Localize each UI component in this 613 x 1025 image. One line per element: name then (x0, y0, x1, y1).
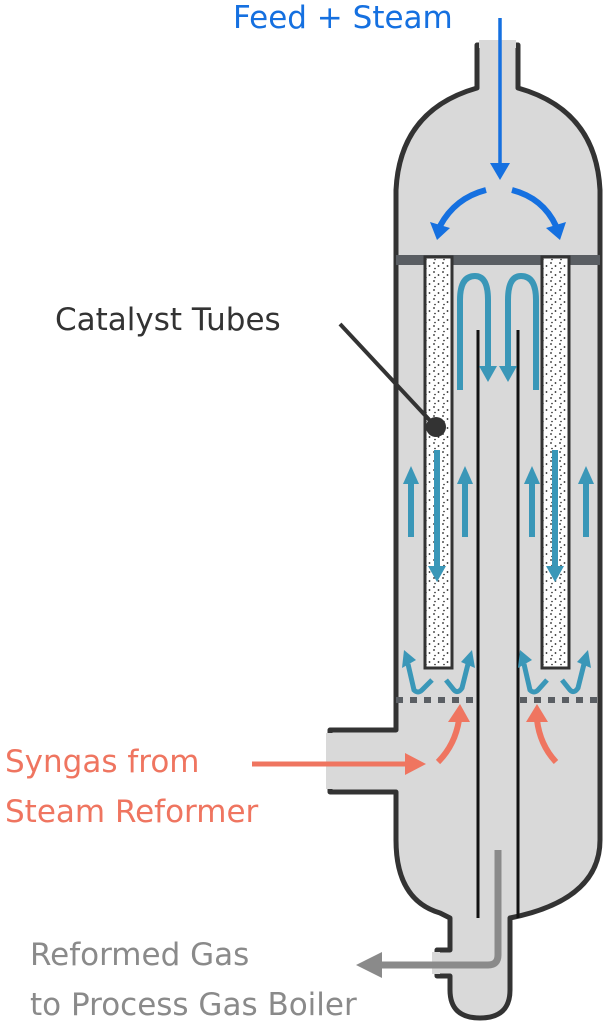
tube-flow-arrows (402, 272, 594, 695)
tubesheet (396, 255, 600, 265)
feed-label: Feed + Steam (233, 0, 453, 36)
syngas-label-line2: Steam Reformer (5, 794, 259, 830)
outlet-arrow (356, 850, 502, 978)
feed-arrow (430, 18, 566, 240)
syngas-label-line1: Syngas from (5, 744, 200, 780)
catalyst-pointer (338, 322, 446, 437)
syngas-arrows (252, 704, 559, 775)
outlet-label-line1: Reformed Gas (30, 937, 249, 973)
outlet-label-line2: to Process Gas Boiler (30, 987, 357, 1023)
catalyst-label: Catalyst Tubes (55, 302, 281, 338)
